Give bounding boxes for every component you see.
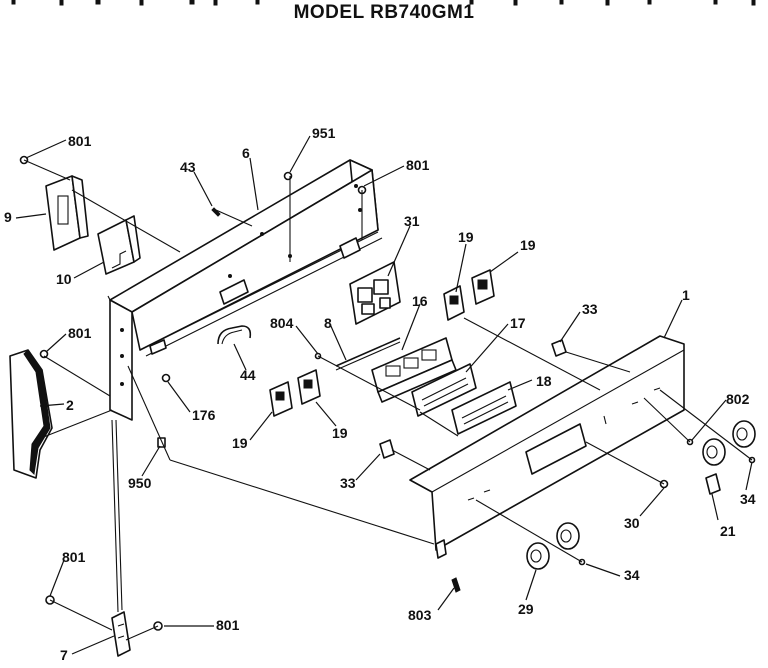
knob-upper-right bbox=[732, 420, 756, 448]
model-title: MODEL RB740GM1 bbox=[293, 2, 475, 23]
callout-8: 8 bbox=[324, 315, 332, 331]
part-33-clip-lower bbox=[379, 439, 395, 459]
callout-19-upper-right: 19 bbox=[520, 237, 536, 253]
callout-10: 10 bbox=[56, 271, 72, 287]
callout-29: 29 bbox=[518, 601, 534, 617]
callout-2: 2 bbox=[66, 397, 74, 413]
callout-19-upper-left: 19 bbox=[458, 229, 474, 245]
callout-43: 43 bbox=[180, 159, 196, 175]
callout-801-left: 801 bbox=[68, 325, 92, 341]
part-29-knob-left bbox=[526, 542, 550, 570]
callout-16: 16 bbox=[412, 293, 428, 309]
callout-6: 6 bbox=[242, 145, 250, 161]
part-19-switch-upper-left bbox=[443, 285, 465, 321]
callout-44: 44 bbox=[240, 367, 256, 383]
callout-19-lower-left: 19 bbox=[232, 435, 248, 451]
part-2-end-cap bbox=[9, 349, 53, 479]
callout-33-lower: 33 bbox=[340, 475, 356, 491]
callout-labels: 801 9 10 43 6 951 801 31 19 19 1 33 801 … bbox=[4, 125, 756, 663]
part-8-rod bbox=[335, 337, 401, 371]
knob-upper-left bbox=[702, 438, 726, 466]
callout-31: 31 bbox=[404, 213, 420, 229]
part-44-handle bbox=[217, 325, 252, 345]
callout-801-top-left: 801 bbox=[68, 133, 92, 149]
part-18-overlay bbox=[451, 381, 517, 435]
callout-802: 802 bbox=[726, 391, 750, 407]
part-19-switch-upper-right bbox=[471, 269, 495, 305]
cropped-top-edge-marks bbox=[11, 0, 756, 6]
leader-lines bbox=[15, 135, 753, 655]
callout-17: 17 bbox=[510, 315, 526, 331]
callout-33-upper: 33 bbox=[582, 301, 598, 317]
part-33-clip-upper bbox=[551, 339, 567, 357]
callout-803: 803 bbox=[408, 607, 432, 623]
callout-30: 30 bbox=[624, 515, 640, 531]
callout-801-lower-left: 801 bbox=[62, 549, 86, 565]
callout-19-lower-right: 19 bbox=[332, 425, 348, 441]
callout-9: 9 bbox=[4, 209, 12, 225]
callout-7: 7 bbox=[60, 647, 68, 663]
part-7-lower-bracket bbox=[111, 611, 131, 657]
part-21-switch-knob bbox=[705, 473, 721, 495]
callout-34-lower: 34 bbox=[624, 567, 640, 583]
callout-176: 176 bbox=[192, 407, 216, 423]
callout-950: 950 bbox=[128, 475, 152, 491]
part-1-control-panel bbox=[409, 335, 685, 559]
assembly-lines bbox=[23, 159, 753, 641]
part-29-knob-right bbox=[556, 522, 580, 550]
callout-801-top-right: 801 bbox=[406, 157, 430, 173]
callout-34-right: 34 bbox=[740, 491, 756, 507]
callout-801-lower-right: 801 bbox=[216, 617, 240, 633]
part-6-backsplash-panel bbox=[107, 159, 383, 421]
callout-18: 18 bbox=[536, 373, 552, 389]
part-17-overlay bbox=[411, 363, 477, 417]
part-19-switch-lower-left bbox=[269, 381, 293, 417]
part-31-circuit-board bbox=[349, 261, 401, 325]
part-9-left-bracket bbox=[45, 175, 89, 251]
part-19-switch-lower-right bbox=[297, 369, 321, 405]
part-10-side-bracket bbox=[97, 215, 141, 275]
callout-21: 21 bbox=[720, 523, 736, 539]
callout-804: 804 bbox=[270, 315, 294, 331]
callout-1: 1 bbox=[682, 287, 690, 303]
callout-951: 951 bbox=[312, 125, 336, 141]
